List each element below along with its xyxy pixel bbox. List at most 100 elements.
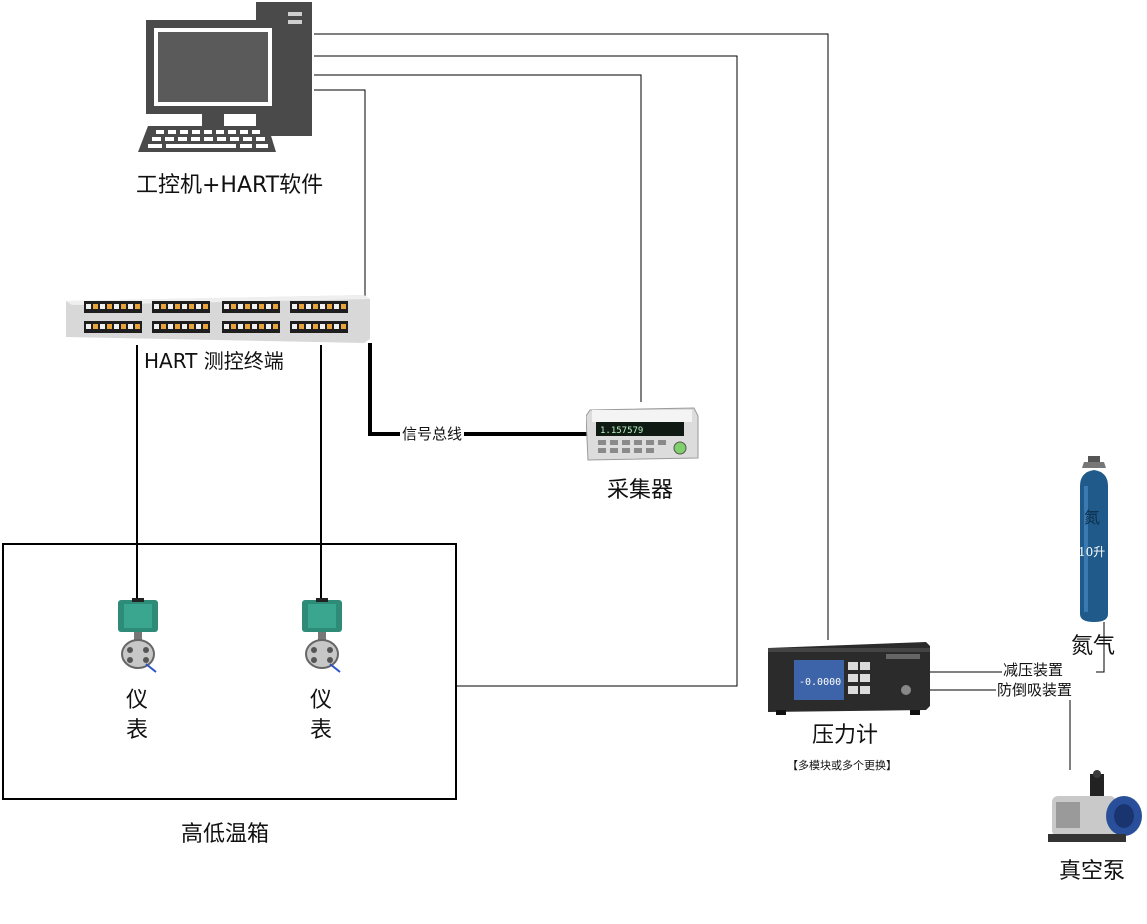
bus-label: 信号总线: [400, 425, 465, 443]
svg-text:1.157579: 1.157579: [600, 426, 643, 436]
reducer-label: 减压装置: [1003, 661, 1064, 679]
computer-icon: [138, 2, 312, 152]
port-led: [86, 324, 91, 329]
cylinder-volume: 10升: [1078, 545, 1106, 559]
pressure-transmitter-2: [300, 598, 344, 674]
port-led: [107, 324, 112, 329]
port-led: [168, 324, 173, 329]
svg-text:-0.0000: -0.0000: [799, 677, 841, 688]
port-led: [252, 304, 257, 309]
port-block: [152, 321, 210, 333]
port-led: [203, 324, 208, 329]
port-led: [334, 324, 339, 329]
wire-reducer-nitrogen: [1096, 622, 1105, 673]
nitrogen-label: 氮气: [1071, 634, 1116, 659]
port-led: [135, 304, 140, 309]
pump-label: 真空泵: [1059, 859, 1126, 884]
port-led: [327, 304, 332, 309]
port-led: [313, 304, 318, 309]
port-led: [135, 324, 140, 329]
port-led: [114, 304, 119, 309]
hart-terminal: [66, 295, 370, 343]
temperature-chamber: [2, 543, 457, 800]
vacuum-pump: [1044, 770, 1144, 848]
pressure-transmitter-1: [116, 598, 160, 674]
port-led: [182, 324, 187, 329]
port-led: [107, 304, 112, 309]
port-led: [196, 304, 201, 309]
port-led: [182, 304, 187, 309]
port-led: [341, 324, 346, 329]
gauge-note: 【多模块或多个更换】: [787, 759, 897, 772]
port-block: [222, 301, 280, 313]
pressure-gauge: -0.0000: [766, 640, 932, 716]
chamber-label: 高低温箱: [181, 822, 270, 847]
port-led: [128, 304, 133, 309]
port-led: [245, 304, 250, 309]
port-led: [128, 324, 133, 329]
port-led: [196, 324, 201, 329]
port-led: [154, 304, 159, 309]
port-led: [266, 324, 271, 329]
port-led: [100, 324, 105, 329]
port-block: [84, 321, 142, 333]
nitrogen-cylinder: [1074, 456, 1114, 624]
port-block: [290, 321, 348, 333]
cylinder-char: 氮: [1084, 508, 1101, 527]
meter2-label-line2: 表: [310, 718, 333, 743]
meter2-label-line1: 仪: [310, 688, 333, 713]
collector-label: 采集器: [607, 478, 674, 503]
port-led: [320, 304, 325, 309]
port-block: [222, 321, 280, 333]
port-led: [292, 324, 297, 329]
port-led: [306, 304, 311, 309]
ipc-label: 工控机+HART软件: [136, 173, 324, 198]
port-led: [161, 324, 166, 329]
gauge-label: 压力计: [812, 723, 879, 748]
port-led: [273, 324, 278, 329]
port-led: [313, 324, 318, 329]
port-led: [231, 324, 236, 329]
port-led: [341, 304, 346, 309]
terminal-label: HART 测控终端: [144, 349, 284, 373]
port-led: [203, 304, 208, 309]
port-led: [86, 304, 91, 309]
port-led: [224, 324, 229, 329]
gas-cylinder-icon: [1080, 456, 1108, 622]
wire-computer-collector: [314, 74, 642, 402]
port-block: [152, 301, 210, 313]
port-led: [121, 324, 126, 329]
port-led: [327, 324, 332, 329]
port-block: [290, 301, 348, 313]
backflow-label: 防倒吸装置: [997, 681, 1073, 699]
port-led: [175, 304, 180, 309]
port-led: [299, 324, 304, 329]
data-collector: 1.157579: [585, 402, 700, 462]
multimeter-icon: 1.157579: [585, 407, 699, 461]
port-block: [84, 301, 142, 313]
port-led: [154, 324, 159, 329]
port-led: [168, 304, 173, 309]
port-led: [93, 324, 98, 329]
port-led: [259, 304, 264, 309]
vacuum-pump-icon: [1048, 770, 1142, 842]
port-led: [175, 324, 180, 329]
industrial-pc: [136, 2, 316, 154]
port-led: [238, 304, 243, 309]
meter1-label-line1: 仪: [126, 688, 149, 713]
meter1-label-line2: 表: [126, 718, 149, 743]
port-led: [252, 324, 257, 329]
wire-computer-gauge: [314, 33, 829, 640]
port-led: [121, 304, 126, 309]
port-led: [320, 324, 325, 329]
port-led: [334, 304, 339, 309]
patch-panel-icon: [66, 295, 370, 343]
port-led: [100, 304, 105, 309]
port-led: [292, 304, 297, 309]
port-led: [224, 304, 229, 309]
port-led: [299, 304, 304, 309]
port-led: [266, 304, 271, 309]
port-led: [189, 304, 194, 309]
port-led: [114, 324, 119, 329]
